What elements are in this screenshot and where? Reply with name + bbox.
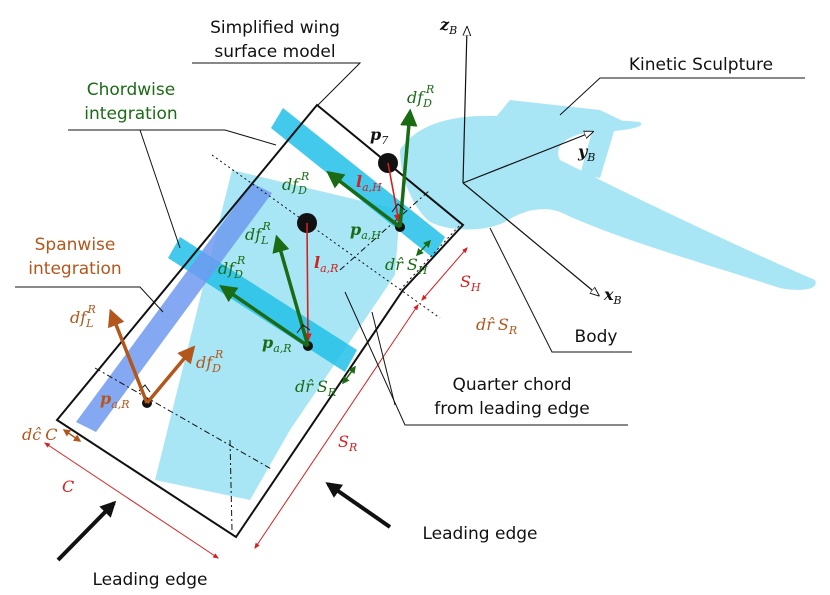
leader-wing-model — [192, 62, 362, 106]
dash-line-2 — [229, 439, 233, 531]
wing-fill — [155, 170, 400, 500]
leader-body — [489, 227, 632, 353]
dfD-left-arrow — [145, 345, 196, 405]
paH-label: pa,H — [350, 220, 381, 242]
drSR-green-label: dr̂SR — [295, 377, 336, 399]
spanwise-label-2: integration — [28, 259, 121, 279]
dfD-lower-label: dfDR — [218, 254, 245, 281]
leader-chordwise — [68, 129, 277, 146]
laR-arrow — [304, 222, 312, 343]
chordwise-label-2: integration — [84, 104, 177, 124]
dash-line-3 — [339, 189, 431, 271]
SR-label: SR — [338, 432, 357, 454]
spanwise-strip — [76, 183, 272, 432]
drSR-small-arrow — [342, 365, 356, 385]
paR-label: pa,R — [262, 333, 292, 355]
laH-label: la,H — [356, 172, 382, 194]
drSH-small-arrow — [415, 239, 432, 257]
dfD-mid-label: dfDR — [282, 170, 309, 197]
SR-dimension — [254, 304, 419, 549]
yB-label: yB — [577, 142, 595, 164]
wing-model-label-1: Simplified wing — [210, 18, 340, 38]
C-dimension — [44, 442, 219, 559]
z-axis — [463, 28, 467, 184]
drSH-label: dr̂SH — [385, 255, 428, 277]
dc-small-arrow — [62, 429, 82, 442]
drSR-brown-label: dr̂SR — [476, 315, 517, 337]
leader-quarter — [344, 291, 628, 426]
dfD-top-label: dfDR — [407, 83, 434, 110]
wing-model-label-2: surface model — [214, 42, 335, 62]
dfD-top-arrow — [398, 108, 418, 228]
paR-left-label: pa,R — [100, 389, 130, 411]
right-angle-upper — [391, 203, 406, 213]
p7-label: p7 — [370, 125, 388, 147]
leading-edge-label-left: Leading edge — [92, 570, 207, 590]
quarter-label-2: from leading edge — [434, 399, 590, 419]
laH-arrow — [387, 162, 402, 224]
quarter-label-1: Quarter chord — [452, 375, 571, 395]
leader-quarter-2 — [371, 311, 396, 406]
SH-label: SH — [460, 272, 481, 294]
y-axis — [462, 132, 592, 184]
leader-kinetic — [559, 77, 805, 116]
dfD-mid-arrow — [326, 170, 402, 229]
leader-spanwise — [15, 286, 164, 313]
leading-edge-arrow-left — [56, 500, 117, 562]
x-axis — [462, 182, 598, 295]
dfL-left-label: dfLR — [70, 303, 96, 330]
quarter-chord-line — [211, 154, 441, 319]
leader-chordwise-2 — [139, 129, 181, 249]
kinetic-label: Kinetic Sculpture — [629, 55, 773, 75]
chordwise-label-1: Chordwise — [87, 80, 175, 100]
body-label: Body — [575, 327, 618, 347]
laR-label: la,R — [314, 253, 338, 275]
dfL-lower-label: dfLR — [245, 220, 271, 247]
dash-line-1 — [94, 367, 274, 471]
SH-dimension — [421, 247, 468, 301]
leading-edge-arrow-right — [325, 482, 392, 529]
spanwise-label-1: Spanwise — [35, 235, 116, 255]
xB-label: xB — [603, 285, 622, 307]
dfD-left-label: dfDR — [196, 348, 223, 375]
leading-edge-label-right: Leading edge — [422, 524, 537, 544]
C-label: C — [62, 477, 74, 496]
zB-label: zB — [439, 15, 457, 37]
kinetic-sculpture-shape — [400, 100, 816, 290]
dfL-left-arrow — [108, 308, 149, 404]
